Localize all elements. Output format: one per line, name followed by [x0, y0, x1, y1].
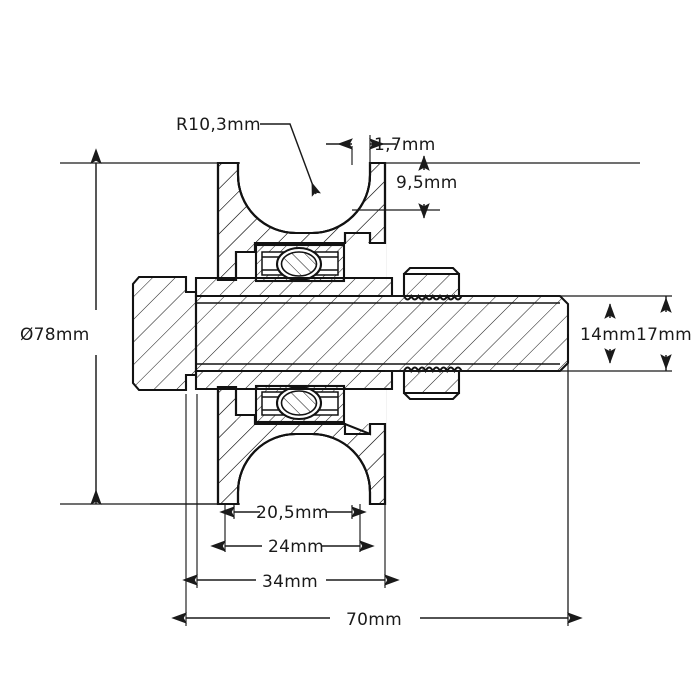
hub-sleeve-top: [194, 276, 394, 298]
dimension-label-groove-width: 20,5mm: [256, 503, 329, 523]
dimension-label-body-width: 34mm: [262, 572, 318, 592]
dimension-flange-thickness: 1,7mm: [326, 135, 436, 165]
dimension-hub-height: 17mm: [636, 296, 692, 371]
ball-bearing-top: [254, 243, 346, 283]
dimension-groove-depth: 9,5mm: [396, 155, 458, 219]
dimension-label-wheel-width: 24mm: [268, 537, 324, 557]
dimension-body-width: 34mm: [182, 394, 400, 592]
dimension-wheel-width: 24mm: [210, 504, 375, 557]
dimension-label-outer-diameter: Ø78mm: [20, 325, 90, 345]
hex-nut-bottom: [402, 369, 461, 395]
wheel-body-hatching: [216, 161, 387, 506]
dimension-label-groove-depth: 9,5mm: [396, 173, 458, 193]
dimension-label-shaft-diameter: 14mm: [580, 325, 636, 345]
dimension-overall-length: 70mm: [171, 372, 583, 630]
hex-nut-top: [402, 272, 461, 298]
dimension-label-radius-groove: R10,3mm: [176, 115, 261, 135]
bolt-head: [131, 275, 198, 392]
dimension-label-hub-height: 17mm: [636, 325, 692, 345]
dimension-label-flange-thickness: 1,7mm: [374, 135, 436, 155]
dimension-radius-groove: R10,3mm: [176, 115, 321, 197]
dimension-shaft-diameter: 14mm: [580, 303, 636, 364]
dimension-label-overall-length: 70mm: [346, 610, 402, 630]
dimension-outer-diameter: Ø78mm: [20, 148, 102, 505]
ball-bearing-bottom: [254, 384, 346, 424]
hub-sleeve-bottom: [194, 369, 394, 391]
dimension-groove-width: 20,5mm: [219, 503, 367, 523]
bolt-shank: [194, 294, 570, 373]
